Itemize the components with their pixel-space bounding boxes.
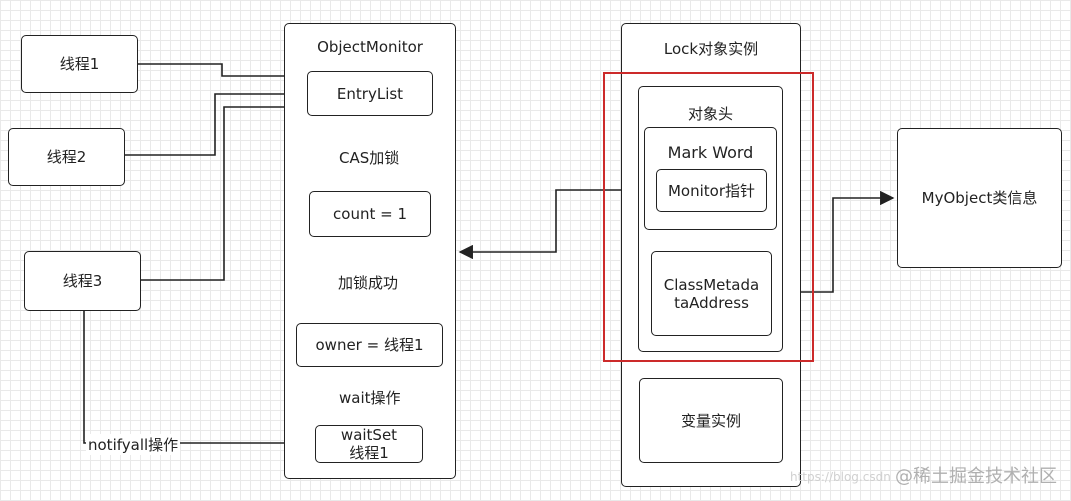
- instance-data-box: 变量实例: [639, 378, 783, 463]
- count-box: count = 1: [309, 191, 431, 237]
- thread1-label: 线程1: [59, 55, 100, 73]
- entry-list-box: EntryList: [307, 71, 433, 116]
- instance-data-label: 变量实例: [680, 411, 741, 430]
- owner-box: owner = 线程1: [296, 323, 443, 367]
- arrow-notifyall: [83, 311, 314, 451]
- lock-instance-title: Lock对象实例: [663, 40, 759, 58]
- cas-lock-label: CAS加锁: [337, 147, 402, 168]
- lock-success-label: 加锁成功: [336, 272, 401, 293]
- count-label: count = 1: [333, 205, 407, 223]
- wait-op-label: wait操作: [337, 387, 403, 408]
- owner-label: owner = 线程1: [315, 336, 424, 354]
- arrow-thread1-to-entrylist: [138, 63, 307, 84]
- wait-set-member: 线程1: [349, 444, 389, 462]
- thread3-label: 线程3: [62, 272, 103, 290]
- object-header-highlight: [603, 72, 814, 362]
- wait-set-box: waitSet 线程1: [315, 425, 423, 463]
- class-info-box: MyObject类信息: [897, 128, 1062, 268]
- faint-url-text: https://blog.csdn: [790, 470, 891, 484]
- monitor-pointer-box: Monitor指针: [656, 169, 767, 212]
- thread2-box: 线程2: [8, 128, 125, 186]
- thread1-box: 线程1: [21, 35, 138, 93]
- notifyall-label: notifyall操作: [86, 434, 181, 455]
- arrow-thread3-to-entrylist: [140, 99, 307, 281]
- thread3-box: 线程3: [24, 251, 141, 311]
- class-metadata-box: ClassMetadataAddress: [651, 251, 772, 336]
- thread2-label: 线程2: [46, 148, 87, 166]
- mark-word-title: Mark Word: [667, 143, 754, 162]
- object-header-title: 对象头: [687, 105, 733, 123]
- class-info-label: MyObject类信息: [921, 189, 1038, 207]
- monitor-pointer-label: Monitor指针: [667, 181, 756, 200]
- wait-set-title: waitSet: [340, 426, 398, 444]
- entry-list-label: EntryList: [336, 84, 404, 103]
- object-monitor-title: ObjectMonitor: [317, 38, 423, 56]
- arrow-thread2-to-entrylist: [125, 86, 307, 156]
- class-metadata-label: ClassMetadataAddress: [663, 275, 760, 312]
- juejin-watermark: @稀土掘金技术社区: [895, 466, 1057, 487]
